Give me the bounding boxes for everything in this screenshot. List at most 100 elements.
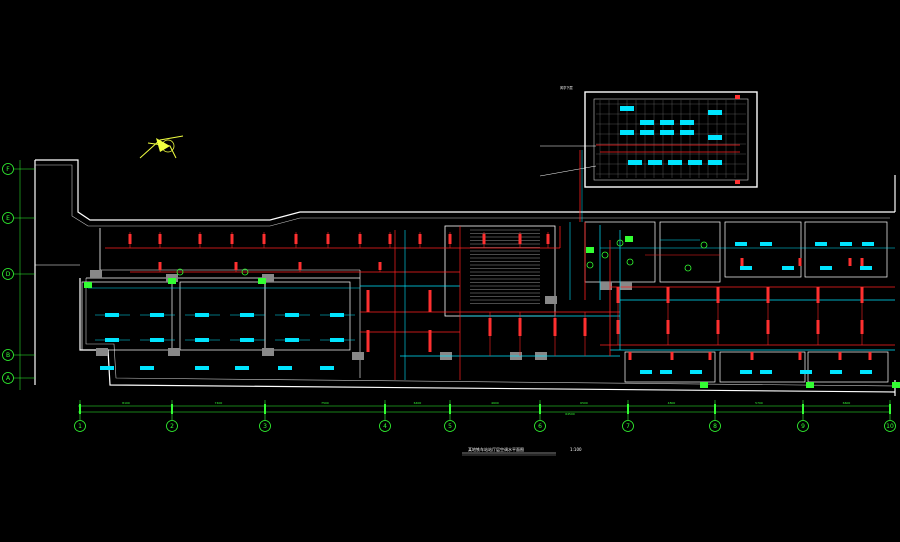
valve-marker [448,234,452,244]
axis-bubble [2,163,14,175]
valve-marker [860,258,864,266]
pump-symbol [176,268,184,276]
dimension-tick [539,404,541,414]
room-outline [807,351,889,383]
room-outline [264,281,351,351]
dimension-tick [627,404,629,414]
valve-marker [428,330,432,352]
valve-marker [488,318,492,336]
compass-needle [156,138,170,152]
column-block [600,282,612,290]
column-block [262,348,274,356]
air-handler-box [806,382,814,388]
dimension-value: 7400 [215,401,223,405]
axis-label: 9 [801,423,805,430]
valve-marker [198,234,202,244]
fan-coil-unit [240,338,254,342]
inset-fan-coil [680,120,694,125]
inset-fan-coil [640,120,654,125]
column-block [352,352,364,360]
north-arrow-icon [139,135,184,159]
dimension-tick [384,404,386,414]
axis-bubble [2,268,14,280]
dimension-tick [171,404,173,414]
valve-marker [518,318,522,336]
pipe-network [88,150,895,380]
inset-title: 风亭下层 [560,85,573,90]
fan-coil-unit [100,366,114,370]
valve-marker [740,258,744,266]
column-block [168,348,180,356]
fan-coil-unit [735,242,747,246]
valve-marker [816,287,820,303]
fan-coil-unit [105,338,119,342]
pump-symbol [616,239,624,247]
fan-coil-unit [140,366,154,370]
valve-marker [418,234,422,244]
axis-bubble [2,372,14,384]
column-block [620,282,632,290]
valve-marker [234,262,238,270]
room-outline [804,221,888,278]
dimension-value: 8100 [122,401,130,405]
inset-fan-coil [620,130,634,135]
valve-marker [628,352,632,360]
dimension-tick [714,404,716,414]
station-outline [34,159,896,396]
valve-marker [482,234,486,244]
inset-outer-wall [584,91,758,188]
inset-fan-coil [648,160,662,165]
pump-symbol [684,264,692,272]
inset-fan-coil [668,160,682,165]
axis-label: 7 [626,423,630,430]
inset-leader [539,165,597,177]
fan-coil-unit [285,313,299,317]
valve-marker [860,320,864,334]
valve-marker [868,352,872,360]
pump-symbol [586,261,594,269]
air-handler-box [700,382,708,388]
pump-symbol [700,241,708,249]
fan-coil-unit [840,242,852,246]
valve-marker [666,320,670,334]
valve-marker [616,320,620,334]
axis-bubble [166,420,178,432]
pump-symbol [601,251,609,259]
room-outline [81,281,173,351]
fan-coil-unit [830,370,842,374]
wall-line [35,159,895,221]
inset-plan [539,91,758,188]
dimension-value: 7500 [321,401,329,405]
column-block [90,270,102,278]
fan-coil-units [84,236,900,388]
valve-marker [750,352,754,360]
fan-coil-unit [782,266,794,270]
room-outline [624,351,716,383]
dimension-tick [79,404,81,414]
valve-marker [546,234,550,244]
inset-fan-coil [628,160,642,165]
air-handler-box [84,282,92,288]
valve-marker [262,234,266,244]
inset-fan-coil [688,160,702,165]
axis-bubble [2,212,14,224]
room-outline [724,221,802,278]
inset-valve [735,95,740,99]
valve-marker [298,262,302,270]
dimension-tick [264,404,266,414]
valve-marker [388,234,392,244]
air-handler-box [892,382,900,388]
wall-line [79,278,896,393]
dimension-tick [889,404,891,414]
pump-symbol [241,268,249,276]
valve-marker [358,234,362,244]
axis-bubble [444,420,456,432]
valve-marker [848,258,852,266]
inset-fan-coil [680,130,694,135]
valve-marker [428,290,432,312]
dimension-value: 4600 [491,401,499,405]
valve-marker [366,290,370,312]
fan-coil-unit [740,266,752,270]
drawing-title: 某地铁车站站厅层空调水平面图 [468,446,524,452]
